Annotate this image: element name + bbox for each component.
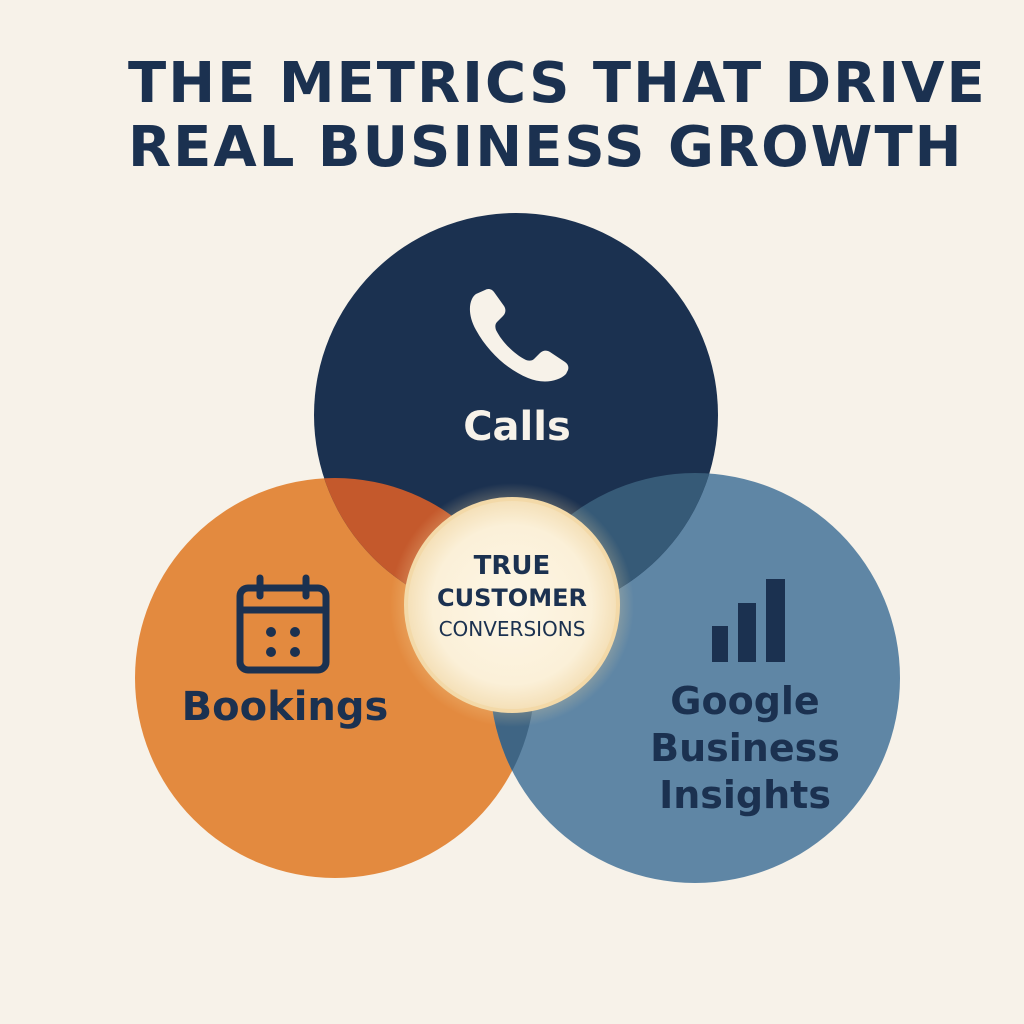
google-label-line-1: Google xyxy=(670,679,820,723)
bar-chart-icon xyxy=(712,579,785,662)
center-circle xyxy=(404,497,620,713)
google-label-line-2: Business xyxy=(650,726,840,770)
google-insights-label: Google Business Insights xyxy=(630,678,860,819)
center-label-line-3: CONVERSIONS xyxy=(438,617,586,641)
bookings-label: Bookings xyxy=(181,684,389,730)
calendar-icon xyxy=(236,574,330,674)
calls-label: Calls xyxy=(463,404,571,450)
phone-icon xyxy=(469,288,569,382)
title-line-1: THE METRICS THAT DRIVE xyxy=(128,51,987,116)
center-label-line-2: CUSTOMER xyxy=(437,584,587,612)
center-label-line-1: TRUE xyxy=(473,551,551,581)
google-label-line-3: Insights xyxy=(659,773,831,817)
title-line-2: REAL BUSINESS GROWTH xyxy=(128,115,964,180)
page-title: THE METRICS THAT DRIVE REAL BUSINESS GRO… xyxy=(128,52,988,180)
center-label: TRUE CUSTOMER CONVERSIONS xyxy=(412,550,612,644)
